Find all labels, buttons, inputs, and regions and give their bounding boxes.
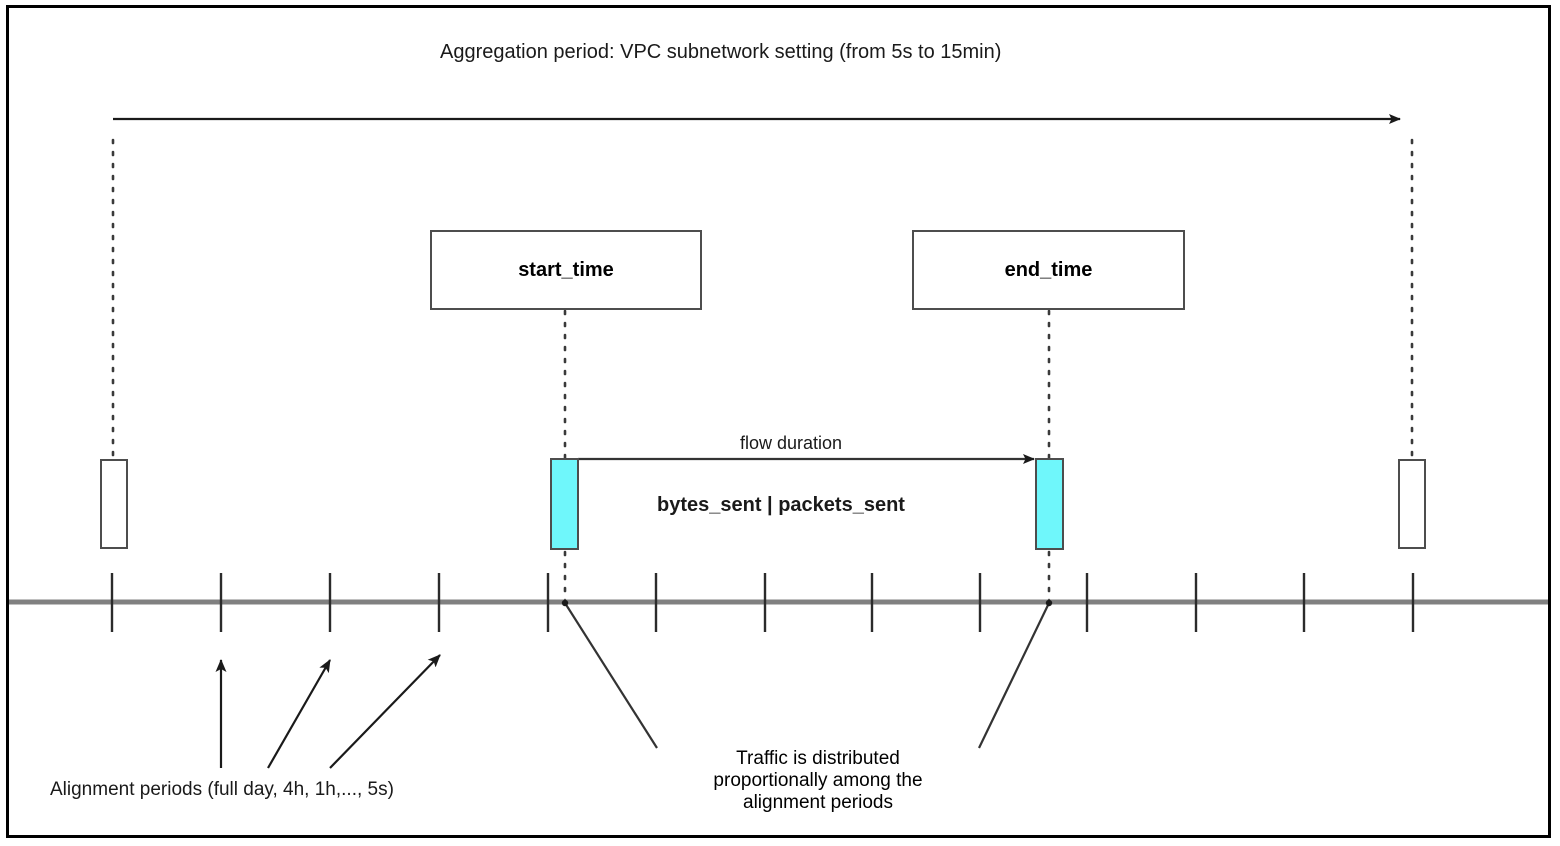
aggregation-period-title: Aggregation period: VPC subnetwork setti…	[440, 41, 1002, 63]
start-time-box[interactable]: start_time	[430, 230, 702, 310]
flow-duration-label: flow duration	[740, 433, 843, 453]
aggregation-boundary-left	[100, 459, 128, 549]
alignment-arrow-3	[329, 654, 441, 769]
note-leader-left	[561, 599, 658, 749]
traffic-note-line-3: alignment periods	[743, 792, 893, 813]
note-leader-right	[978, 599, 1053, 749]
timeline-ticks	[110, 573, 1415, 632]
flow-end-bar	[1035, 458, 1064, 550]
start-time-label: start_time	[518, 258, 614, 281]
aggregation-boundary-right	[1398, 459, 1426, 549]
traffic-note-line-2: proportionally among the	[713, 770, 923, 791]
traffic-note: Traffic is distributed proportionally am…	[700, 748, 936, 814]
end-time-box[interactable]: end_time	[912, 230, 1185, 310]
flow-start-bar	[550, 458, 579, 550]
alignment-periods-label: Alignment periods (full day, 4h, 1h,...,…	[50, 779, 394, 800]
end-time-label: end_time	[1004, 258, 1093, 281]
alignment-arrow-2	[267, 659, 331, 769]
metrics-label: bytes_sent | packets_sent	[657, 494, 905, 516]
traffic-note-line-1: Traffic is distributed	[736, 748, 900, 769]
